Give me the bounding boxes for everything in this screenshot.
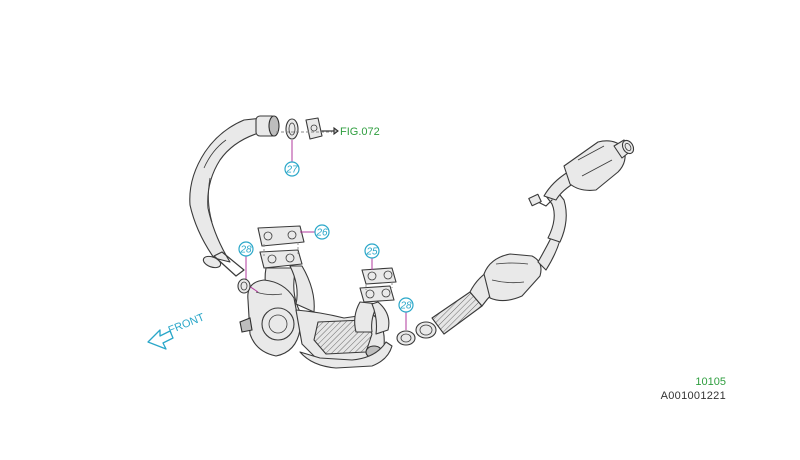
svg-text:28: 28 xyxy=(239,245,252,256)
svg-text:25: 25 xyxy=(365,247,378,258)
front-direction-indicator: FRONT xyxy=(147,311,207,350)
svg-text:28: 28 xyxy=(399,301,412,312)
exhaust-manifold xyxy=(239,225,397,369)
gasket-28-left xyxy=(237,278,251,294)
catalytic-converter xyxy=(483,235,561,302)
svg-text:27: 27 xyxy=(285,165,298,176)
gasket-27 xyxy=(285,118,299,140)
callout-26: 26 xyxy=(314,224,330,240)
rear-catalyst xyxy=(563,139,635,191)
callout-27: 27 xyxy=(284,161,300,177)
pipe-connector xyxy=(255,115,280,137)
image-code: A001001221 xyxy=(660,390,726,402)
diagram-number: 10105 xyxy=(695,376,726,388)
flange-plate xyxy=(305,117,323,140)
fig-reference-label: FIG.072 xyxy=(340,126,380,138)
svg-text:26: 26 xyxy=(315,228,328,239)
mounting-bolt xyxy=(321,126,339,136)
front-arrow-icon xyxy=(147,329,174,350)
callout-28-right: 28 xyxy=(398,297,414,313)
front-label: FRONT xyxy=(167,311,207,336)
rear-pipe xyxy=(528,171,577,243)
callout-25: 25 xyxy=(364,243,380,259)
callout-28-left: 28 xyxy=(238,241,254,257)
front-exhaust-pipe xyxy=(189,117,263,277)
